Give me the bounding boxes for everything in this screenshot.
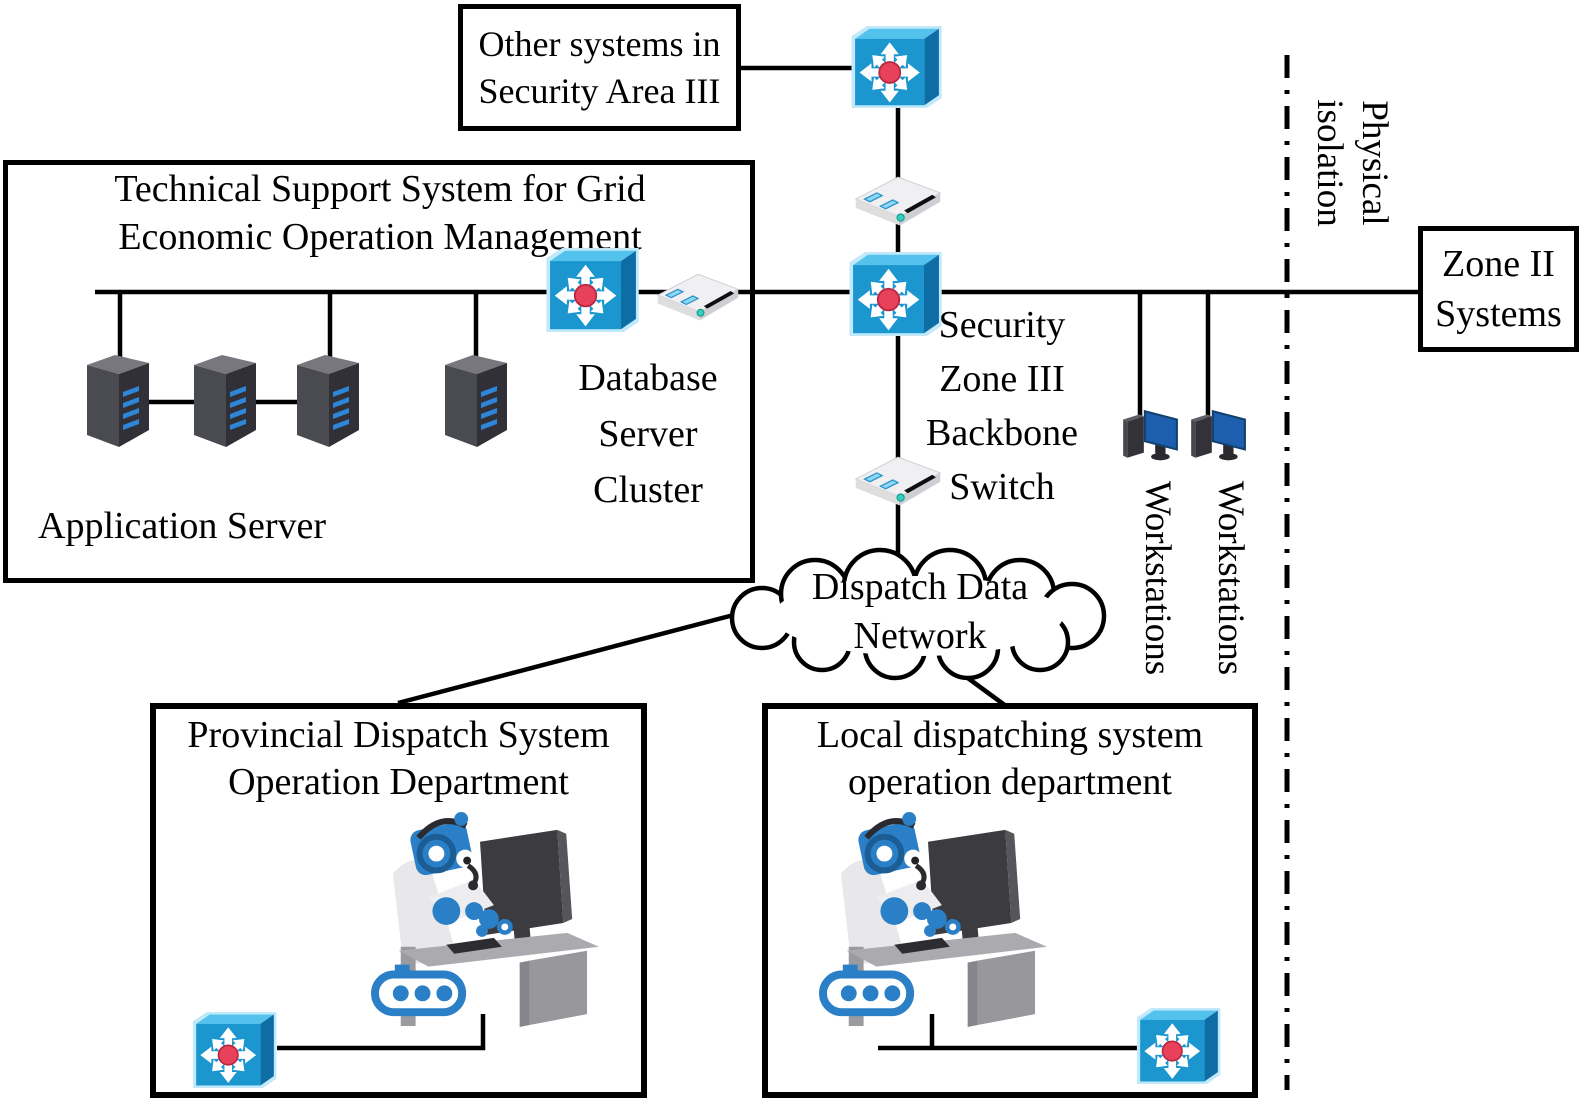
upper-firewall-icon bbox=[854, 172, 942, 228]
cluster-switch-icon bbox=[546, 248, 640, 332]
application-server3-icon bbox=[293, 350, 363, 450]
provincial-switch-icon bbox=[191, 1012, 279, 1088]
physical-isolation-label: Physical isolation bbox=[1309, 99, 1395, 227]
provincial-switch-link bbox=[277, 1014, 486, 1051]
zone2-systems-label: Zone II Systems bbox=[1435, 243, 1562, 335]
tech-support-system-title: Technical Support System for Grid Econom… bbox=[114, 168, 646, 258]
cloud-to-provincial-link bbox=[397, 609, 746, 706]
local-switch-link bbox=[878, 1014, 1140, 1051]
cluster-firewall-icon bbox=[654, 270, 742, 322]
tech-support-system-box bbox=[3, 160, 755, 583]
backbone-switch-label: Security Zone III Backbone Switch bbox=[926, 304, 1078, 508]
application-server2-icon bbox=[190, 350, 260, 450]
other-systems-box: Other systems in Security Area III bbox=[458, 4, 741, 131]
dispatch-cloud bbox=[729, 547, 1107, 681]
dispatch-data-network-label: Dispatch Data Network bbox=[811, 566, 1029, 657]
provincial-operator-at-desk-icon bbox=[363, 812, 601, 1030]
local-operator-at-desk-icon bbox=[811, 812, 1049, 1030]
database-cluster-label: Database Server Cluster bbox=[578, 357, 718, 511]
other-systems-label: Other systems in Security Area III bbox=[478, 23, 721, 111]
area3-access-switch-icon bbox=[851, 26, 943, 108]
provincial-dispatch-title: Provincial Dispatch System Operation Dep… bbox=[187, 714, 610, 803]
application-server1-icon bbox=[83, 350, 153, 450]
local-dispatch-title: Local dispatching system operation depar… bbox=[816, 714, 1204, 803]
zone2-systems-box: Zone II Systems bbox=[1418, 226, 1579, 352]
provincial-dispatch-box bbox=[150, 703, 647, 1098]
workstation1-icon bbox=[1118, 406, 1180, 464]
workstation2-label: Workstations bbox=[1210, 480, 1251, 676]
workstation1-label: Workstations bbox=[1137, 480, 1178, 676]
workstation2-icon bbox=[1186, 406, 1248, 464]
local-switch-icon bbox=[1135, 1008, 1223, 1084]
local-dispatch-box bbox=[762, 703, 1258, 1098]
database-server-icon bbox=[441, 350, 511, 450]
application-server-label: Application Server bbox=[38, 505, 327, 547]
